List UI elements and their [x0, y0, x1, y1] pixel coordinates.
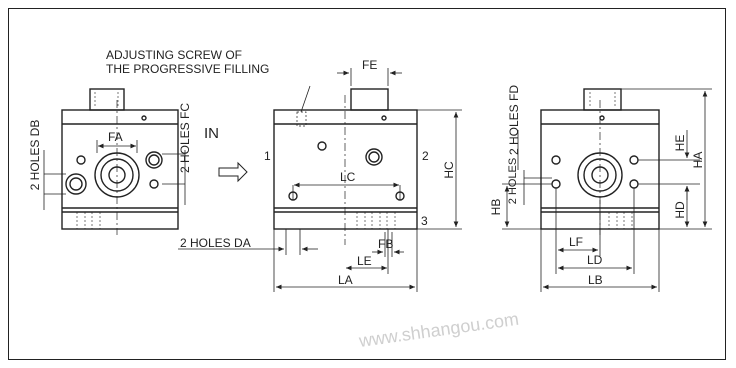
middle-fitting	[350, 88, 389, 111]
dim-le: LE	[357, 254, 372, 268]
holes-db-label: 2 HOLES DB	[28, 120, 42, 191]
note-line-1: ADJUSTING SCREW OF	[106, 48, 242, 62]
holes-fd-label: 2 HOLES FD	[507, 85, 521, 155]
dim-lb: LB	[588, 273, 603, 287]
dim-hd: HD	[673, 201, 687, 219]
watermark: www.shhangou.com	[357, 309, 520, 351]
holes-fc-label: 2 HOLES FC	[178, 103, 192, 173]
port-1-label: 1	[264, 149, 271, 163]
left-body	[61, 109, 179, 230]
left-view	[43, 88, 186, 235]
dim-ha: HA	[691, 152, 705, 169]
dim-fe: FE	[362, 58, 377, 72]
right-fitting	[583, 88, 622, 111]
middle-body	[273, 109, 418, 230]
drawing-frame	[8, 8, 726, 360]
in-label: IN	[204, 125, 219, 142]
dim-he: HE	[673, 135, 687, 152]
dim-fb: FB	[378, 237, 393, 251]
right-view	[502, 88, 712, 292]
middle-view	[178, 68, 462, 292]
dim-hb: HB	[489, 199, 503, 216]
dim-la: LA	[338, 273, 353, 287]
in-arrow-icon	[218, 161, 248, 183]
dim-lc: LC	[340, 170, 356, 184]
dim-fa: FA	[108, 130, 123, 144]
port-3-label: 3	[421, 214, 428, 228]
note-line-2: THE PROGRESSIVE FILLING	[106, 62, 269, 76]
dim-lf: LF	[569, 235, 583, 249]
port-2-label: 2	[422, 149, 429, 163]
holes-da-label: 2 HOLES DA	[180, 236, 251, 250]
dim-ld: LD	[587, 253, 603, 267]
dim-hc: HC	[442, 161, 456, 179]
holes-right-small-label: 2 HOLES	[507, 158, 519, 204]
